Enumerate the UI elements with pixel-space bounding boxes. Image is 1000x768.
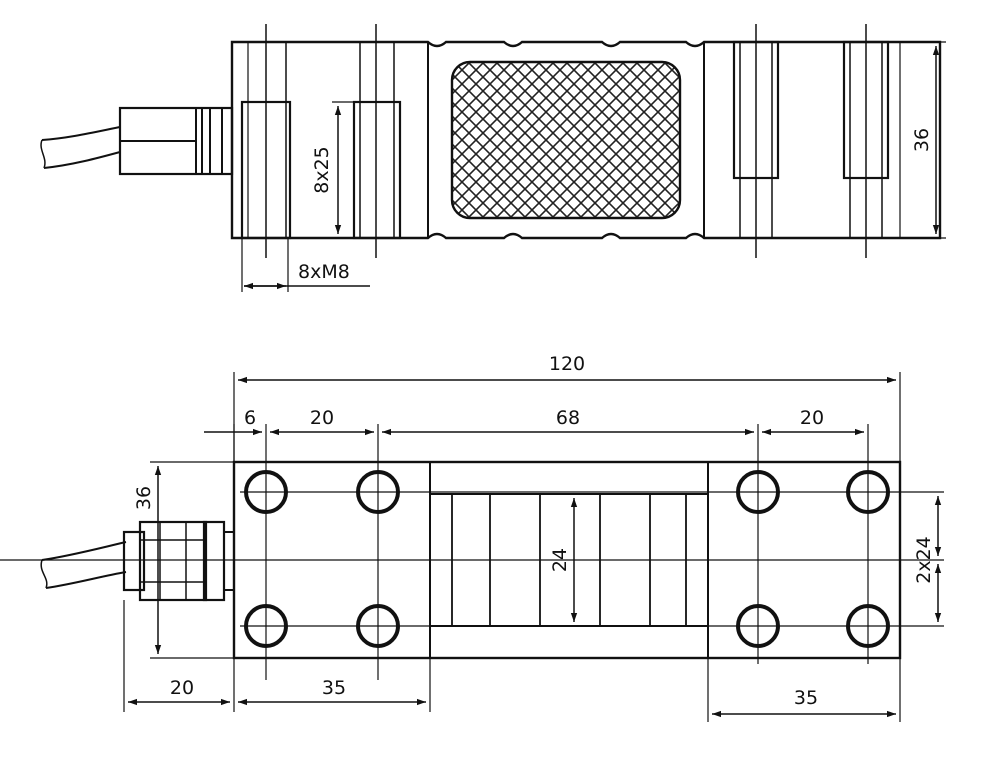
dim-overall-120: 120 bbox=[233, 353, 901, 462]
dim-pocket-8x25: 8x25 bbox=[311, 101, 354, 234]
label-pocket-depth: 8x25 bbox=[311, 146, 333, 194]
strain-gauge-hatch bbox=[450, 60, 682, 220]
mounting-holes bbox=[240, 424, 944, 680]
dim-bottom-left: 20 35 bbox=[123, 600, 431, 712]
label-thread: 8xM8 bbox=[298, 261, 350, 283]
dim-gauge-24: 24 bbox=[549, 498, 578, 622]
gauge-slots bbox=[451, 494, 687, 626]
label-hole-span-center: 68 bbox=[556, 407, 580, 429]
plan-view: 120 6 20 68 20 36 24 bbox=[0, 353, 944, 722]
label-gauge-width: 24 bbox=[549, 548, 571, 572]
dim-thread-8xM8: 8xM8 bbox=[241, 238, 370, 292]
label-overall-length: 120 bbox=[549, 353, 585, 375]
side-connector bbox=[118, 106, 234, 176]
label-hole-pitch-left: 20 bbox=[310, 407, 334, 429]
label-hole-pitch-right: 20 bbox=[800, 407, 824, 429]
label-hole-spacing: 2x24 bbox=[913, 536, 935, 584]
label-height: 36 bbox=[911, 128, 933, 152]
label-end-block-left: 35 bbox=[322, 677, 346, 699]
side-left-holes bbox=[240, 24, 402, 258]
label-edge-offset: 6 bbox=[244, 407, 256, 429]
plan-cable bbox=[40, 541, 127, 589]
dim-bottom-right: 35 bbox=[707, 658, 901, 722]
dim-hole-spacing-2x24: 2x24 bbox=[913, 496, 942, 622]
side-view: 36 8x25 8xM8 bbox=[40, 24, 946, 292]
dim-hole-pitch-row: 6 20 68 20 bbox=[204, 407, 864, 462]
label-end-block-right: 35 bbox=[794, 687, 818, 709]
dim-height-36: 36 bbox=[890, 41, 946, 239]
dim-width-36: 36 bbox=[133, 461, 234, 659]
label-cable-offset: 20 bbox=[170, 677, 194, 699]
plan-body bbox=[232, 460, 902, 660]
side-cable bbox=[40, 126, 121, 169]
plan-connector bbox=[122, 520, 235, 602]
side-right-holes bbox=[732, 24, 901, 258]
label-width: 36 bbox=[133, 486, 155, 510]
